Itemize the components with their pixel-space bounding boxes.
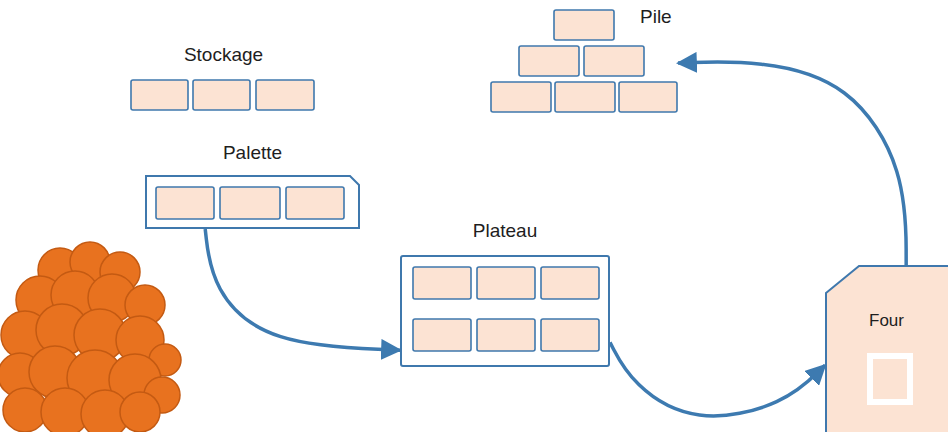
flow-arrow <box>205 229 400 350</box>
node-heading: Pile <box>640 6 672 28</box>
node-outline <box>400 255 610 367</box>
node-heading: Plateau <box>400 220 610 242</box>
node-outline <box>825 265 948 432</box>
brick-tray: Plateau <box>400 255 610 367</box>
node-outline <box>145 175 360 229</box>
flow-arrow <box>610 342 825 416</box>
brick-pallet: Palette <box>145 175 360 229</box>
flow-arrow <box>678 62 906 265</box>
node-heading: Palette <box>145 142 360 164</box>
node-heading: Stockage <box>130 44 317 66</box>
bricks <box>131 10 677 351</box>
clay-heap <box>0 242 181 432</box>
brick-storage: Stockage <box>130 78 317 112</box>
node-label: Four <box>825 311 948 331</box>
brick-pile: Pile <box>490 8 678 114</box>
kiln: Four <box>825 265 948 432</box>
